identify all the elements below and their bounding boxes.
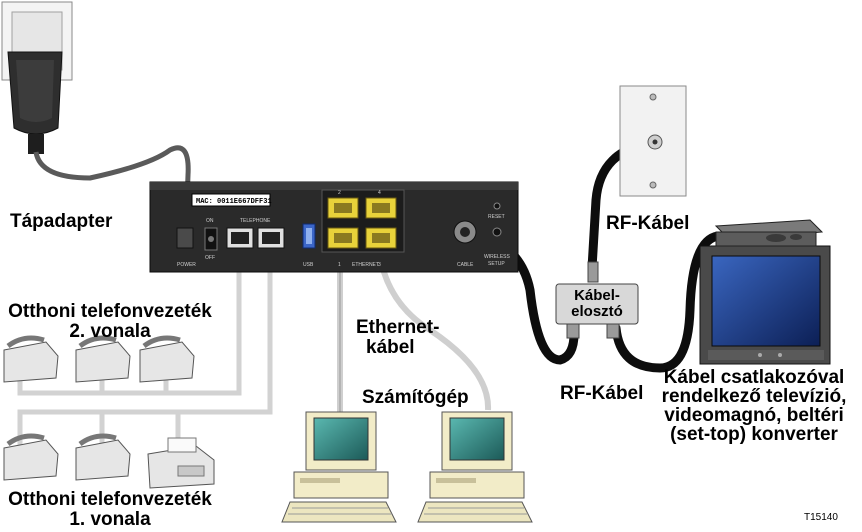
ethernet-cable-label: Ethernet- kábel: [356, 318, 439, 358]
tv-devices-label-line-4: (set-top) konverter: [670, 424, 838, 445]
computer-1: [281, 411, 397, 523]
telephone-set-line-2: [3, 335, 195, 383]
fax-machine: [147, 437, 215, 489]
ethernet-ports-label: ETHERNET: [352, 262, 379, 268]
telephone-set-line-1: [3, 433, 131, 481]
phone-line-1-label: Otthoni telefonvezeték 1. vonala: [2, 490, 218, 530]
ethernet-port-number-1: 1: [338, 262, 341, 268]
cable-modem: MAC: 0011E667DFF31 POWER ON OFF TELEPHON…: [149, 181, 519, 273]
television: [699, 245, 831, 365]
power-adapter: [7, 51, 63, 154]
splitter-label: Kábel- elosztó: [556, 288, 638, 320]
phone-line-2-label-line-1: Otthoni telefonvezeték: [8, 301, 212, 322]
tv-devices-label-line-1: Kábel csatlakozóval: [663, 367, 845, 388]
cable-port-label: CABLE: [457, 262, 474, 268]
phone-line-1-label-line-1: Otthoni telefonvezeték: [8, 489, 212, 510]
power-adapter-label: Tápadapter: [10, 211, 113, 232]
usb-port-label: USB: [303, 262, 314, 268]
switch-on-label: ON: [206, 218, 214, 224]
ethernet-port-number-2: 2: [338, 190, 341, 196]
figure-id: T15140: [804, 512, 838, 523]
ethernet-port-number-3: 3: [378, 262, 381, 268]
computer-2: [417, 411, 533, 523]
ethernet-port-number-4: 4: [378, 190, 381, 196]
mac-label: MAC: 0011E667DFF31: [196, 198, 272, 206]
switch-off-label: OFF: [205, 255, 215, 261]
computer-label: Számítógép: [362, 387, 469, 408]
wireless-setup-label-2: SETUP: [488, 261, 505, 267]
set-top-box: [714, 219, 824, 247]
tv-devices-label-line-3: videomagnó, beltéri: [664, 405, 844, 426]
wall-coax-plate: [619, 85, 687, 197]
reset-label: RESET: [488, 214, 505, 220]
ethernet-cable-label-line-1: Ethernet-: [356, 317, 440, 338]
tv-devices-label: Kábel csatlakozóval rendelkező televízió…: [648, 368, 860, 444]
splitter-label-line-1: Kábel-: [574, 287, 620, 304]
rf-cable-top-label: RF-Kábel: [606, 213, 690, 234]
ethernet-cable-label-line-2: kábel: [366, 336, 415, 358]
tv-devices-label-line-2: rendelkező televízió,: [661, 386, 847, 407]
splitter-label-line-2: elosztó: [571, 302, 623, 320]
splitter: [555, 261, 639, 339]
phone-line-2-label: Otthoni telefonvezeték 2. vonala: [2, 302, 218, 342]
wireless-setup-label-1: WIRELESS: [484, 254, 511, 260]
rf-cable-bottom-label: RF-Kábel: [560, 383, 644, 404]
phone-line-1-label-line-2: 1. vonala: [69, 508, 151, 530]
phone-line-2-label-line-2: 2. vonala: [69, 320, 151, 342]
power-port-label: POWER: [177, 262, 196, 268]
power-cord: [33, 145, 191, 233]
telephone-ports-label: TELEPHONE: [240, 218, 271, 224]
